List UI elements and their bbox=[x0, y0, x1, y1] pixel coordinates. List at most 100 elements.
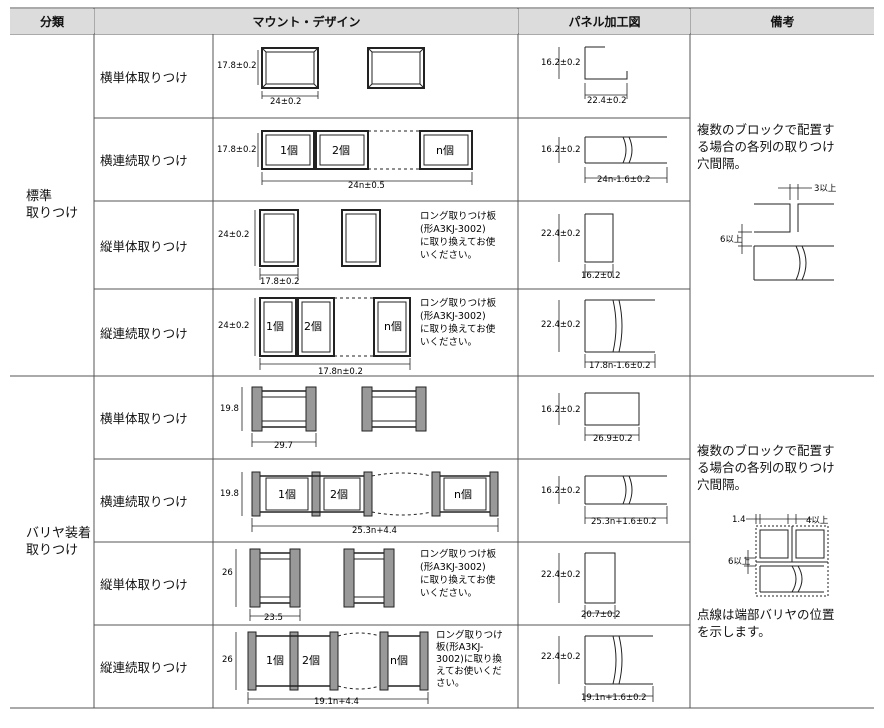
note-long-plate-4: いください。 bbox=[420, 250, 477, 261]
remarks-standard-text: 複数のブロックで配置す る場合の各列の取りつけ 穴間隔。 bbox=[697, 121, 869, 172]
mount-r8-width: 19.1n+4.4 bbox=[314, 697, 359, 707]
unit-2: 2個 bbox=[332, 144, 350, 157]
unit-1: 1個 bbox=[266, 320, 284, 333]
panel-r4-height: 22.4±0.2 bbox=[541, 320, 581, 330]
remarks-barrier-gap-h: 4以上 bbox=[806, 516, 829, 526]
unit-1: 1個 bbox=[266, 654, 284, 667]
panel-r3-height: 22.4±0.2 bbox=[541, 229, 581, 239]
subcategory-barrier-vertical-single: 縦単体取りつけ bbox=[100, 577, 188, 592]
mount-r4-height: 24±0.2 bbox=[218, 321, 249, 331]
note-long-plate-narrow-2: 板(形A3KJ- bbox=[436, 641, 483, 653]
note-long-plate-narrow-1: ロング取りつけ bbox=[436, 629, 503, 641]
unit-1: 1個 bbox=[280, 144, 298, 157]
mount-r8-height: 26 bbox=[222, 655, 233, 665]
remarks-barrier-gap-v: 6以上 bbox=[728, 557, 751, 567]
remarks-barrier-diagram: 1.4 4以上 6以上 bbox=[722, 510, 872, 600]
mount-r7-width: 23.5 bbox=[264, 613, 283, 623]
note-long-plate-4: いください。 bbox=[420, 337, 477, 348]
mount-diagram-vertical-continuous: 24±0.2 1個 2個 n個 17.8n±0.2 ロング取りつけ板 (形A3K… bbox=[214, 290, 518, 376]
remarks-standard-line3: 穴間隔。 bbox=[697, 156, 748, 171]
remarks-barrier-dashed-note: 点線は端部バリヤの位置 を示します。 bbox=[697, 606, 869, 640]
unit-2: 2個 bbox=[304, 320, 322, 333]
mount-r5-width: 29.7 bbox=[274, 441, 293, 451]
panel-r2-width: 24n-1.6±0.2 bbox=[597, 175, 650, 185]
unit-2: 2個 bbox=[302, 654, 320, 667]
mount-r2-height: 17.8±0.2 bbox=[217, 145, 257, 155]
panel-cutout-r8: 22.4±0.2 19.1n+1.6±0.2 bbox=[519, 626, 690, 708]
panel-cutout-r1: 16.2±0.2 22.4±0.2 bbox=[519, 35, 690, 118]
unit-n: n個 bbox=[384, 320, 402, 333]
subcategory-vertical-continuous: 縦連続取りつけ bbox=[100, 326, 188, 341]
panel-r7-height: 22.4±0.2 bbox=[541, 570, 581, 580]
note-long-plate-1: ロング取りつけ板 bbox=[420, 210, 497, 222]
panel-cutout-r5: 16.2±0.2 26.9±0.2 bbox=[519, 377, 690, 459]
note-long-plate-2: (形A3KJ-3002) bbox=[420, 223, 486, 235]
group-standard-line2: 取りつけ bbox=[26, 206, 79, 221]
remarks-standard-gap-h: 3以上 bbox=[814, 184, 837, 194]
unit-2: 2個 bbox=[330, 488, 348, 501]
panel-r2-height: 16.2±0.2 bbox=[541, 145, 581, 155]
header-category: 分類 bbox=[10, 9, 94, 34]
mount-r4-width: 17.8n±0.2 bbox=[318, 367, 363, 376]
mount-diagram-horizontal-continuous: 17.8±0.2 1個 2個 n個 24n±0.5 bbox=[214, 119, 518, 201]
header-remarks: 備考 bbox=[691, 9, 874, 34]
mount-r2-width: 24n±0.5 bbox=[348, 181, 385, 191]
remarks-barrier-gap-left: 1.4 bbox=[732, 515, 746, 525]
note-long-plate-3: に取り換えてお使 bbox=[420, 323, 496, 335]
header-mount-design: マウント・デザイン bbox=[95, 9, 518, 34]
mount-r5-height: 19.8 bbox=[220, 404, 239, 414]
mount-diagram-barrier-vertical-single: 26 23.5 ロング取りつけ板 (形A3KJ-3002) に取り換えてお使 い… bbox=[214, 543, 518, 625]
mount-diagram-vertical-single: 24±0.2 17.8±0.2 ロング取りつけ板 (形A3KJ-3002) に取… bbox=[214, 202, 518, 289]
unit-n: n個 bbox=[454, 488, 472, 501]
panel-r6-width: 25.3n+1.6±0.2 bbox=[591, 517, 657, 527]
unit-n: n個 bbox=[390, 654, 408, 667]
mount-diagram-barrier-horizontal-single: 19.8 29.7 bbox=[214, 377, 518, 459]
remarks-standard-line1: 複数のブロックで配置す bbox=[697, 122, 835, 137]
note-long-plate-narrow-5: さい。 bbox=[436, 678, 465, 689]
mount-r1-height: 17.8±0.2 bbox=[217, 61, 257, 71]
subcategory-horizontal-single: 横単体取りつけ bbox=[100, 69, 188, 85]
mount-diagram-horizontal-single: 17.8±0.2 24±0.2 bbox=[214, 35, 518, 118]
note-long-plate-narrow-4: えてお使いくだ bbox=[436, 665, 502, 677]
group-barrier-mount: バリヤ装着 取りつけ bbox=[10, 376, 94, 708]
panel-cutout-r2: 16.2±0.2 24n-1.6±0.2 bbox=[519, 119, 690, 201]
remarks-barrier-text: 複数のブロックで配置す る場合の各列の取りつけ 穴間隔。 bbox=[697, 442, 869, 493]
group-standard-mount: 標準 取りつけ bbox=[10, 34, 94, 376]
subcategory-barrier-horizontal-single: 横単体取りつけ bbox=[100, 411, 188, 426]
panel-cutout-r3: 22.4±0.2 16.2±0.2 bbox=[519, 202, 690, 289]
mount-r1-width: 24±0.2 bbox=[270, 97, 301, 107]
panel-r1-width: 22.4±0.2 bbox=[587, 96, 627, 106]
panel-cutout-r7: 22.4±0.2 20.7±0.2 bbox=[519, 543, 690, 625]
remarks-standard-line2: る場合の各列の取りつけ bbox=[697, 139, 835, 154]
unit-n: n個 bbox=[436, 144, 454, 157]
panel-cutout-r4: 22.4±0.2 17.8n-1.6±0.2 bbox=[519, 290, 690, 376]
subcategory-barrier-horizontal-continuous: 横連続取りつけ bbox=[100, 494, 188, 509]
remarks-barrier-line3: 穴間隔。 bbox=[697, 477, 748, 492]
note-long-plate-3: に取り換えてお使 bbox=[420, 574, 496, 586]
remarks-barrier-line2: る場合の各列の取りつけ bbox=[697, 460, 835, 475]
panel-r3-width: 16.2±0.2 bbox=[581, 271, 621, 281]
mount-r3-height: 24±0.2 bbox=[218, 230, 249, 240]
panel-r8-height: 22.4±0.2 bbox=[541, 652, 581, 662]
group-barrier-line1: バリヤ装着 bbox=[26, 526, 92, 541]
unit-1: 1個 bbox=[278, 488, 296, 501]
mount-diagram-barrier-vertical-continuous: 26 1個 2個 n個 19.1n+4.4 ロング取りつけ 板(形A3KJ- 3… bbox=[214, 626, 518, 708]
group-barrier-line2: 取りつけ bbox=[26, 543, 79, 558]
remarks-standard-diagram: 3以上 6以上 bbox=[718, 178, 868, 288]
panel-r1-height: 16.2±0.2 bbox=[541, 58, 581, 68]
mount-r7-height: 26 bbox=[222, 568, 233, 578]
mount-diagram-barrier-horizontal-continuous: 19.8 1個 2個 n個 25.3n+4.4 bbox=[214, 460, 518, 542]
panel-cutout-r6: 16.2±0.2 25.3n+1.6±0.2 bbox=[519, 460, 690, 542]
panel-r5-width: 26.9±0.2 bbox=[593, 434, 633, 444]
remarks-dashed-line1: 点線は端部バリヤの位置 bbox=[697, 607, 835, 622]
panel-r5-height: 16.2±0.2 bbox=[541, 405, 581, 415]
note-long-plate-1: ロング取りつけ板 bbox=[420, 297, 497, 309]
note-long-plate-4: いください。 bbox=[420, 588, 477, 599]
mount-r6-height: 19.8 bbox=[220, 489, 239, 499]
note-long-plate-narrow-3: 3002)に取り換 bbox=[436, 653, 502, 665]
note-long-plate-2: (形A3KJ-3002) bbox=[420, 561, 486, 573]
note-long-plate-1: ロング取りつけ板 bbox=[420, 548, 497, 560]
subcategory-barrier-vertical-continuous: 縦連続取りつけ bbox=[100, 660, 188, 675]
note-long-plate-3: に取り換えてお使 bbox=[420, 236, 496, 248]
